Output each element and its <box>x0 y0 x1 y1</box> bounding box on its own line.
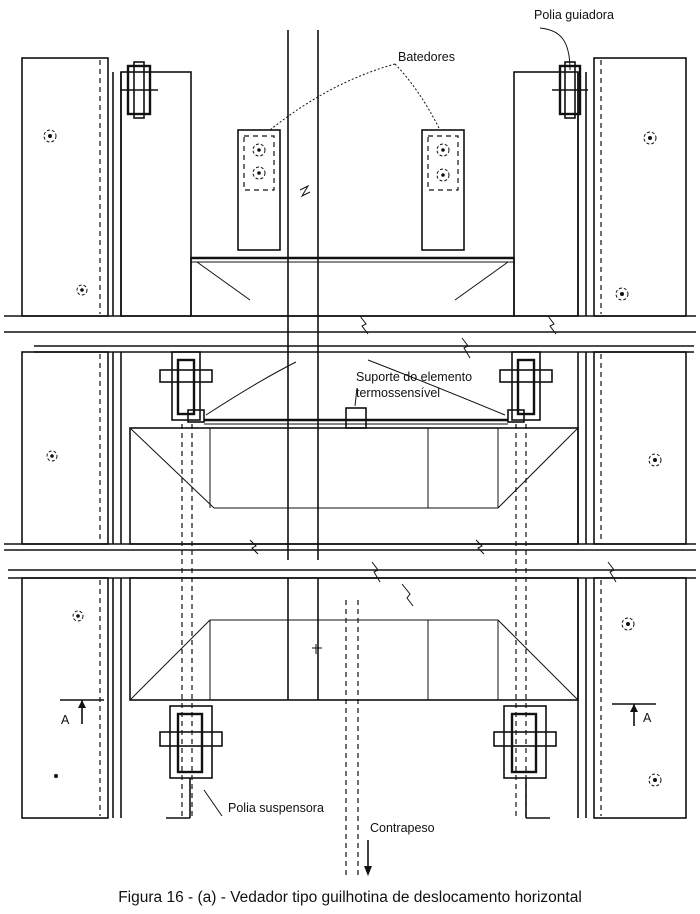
label-suporte-line2: termossensível <box>356 386 440 400</box>
bolt-mr-1 <box>648 453 662 467</box>
right-frame-panel-middle <box>593 351 687 545</box>
bolt-ul-1 <box>43 129 57 143</box>
bolt-ur-2 <box>615 287 629 301</box>
bolt-ll-2 <box>54 774 58 778</box>
bolt-lr-1 <box>621 617 635 631</box>
bolt-ml-1 <box>46 450 58 462</box>
right-frame-panel-lower <box>593 577 687 819</box>
suspension-pulley-left <box>159 705 223 819</box>
label-section-a-left: A <box>61 713 70 727</box>
suspension-pulley-right <box>493 705 557 819</box>
roller-upper-right <box>499 351 553 423</box>
guide-pulley-left <box>120 61 158 119</box>
guide-pulley-right <box>552 61 588 119</box>
label-polia-guiadora: Polia guiadora <box>534 8 614 22</box>
upper-section <box>4 30 696 560</box>
label-contrapeso: Contrapeso <box>370 821 435 835</box>
bolt-ll-1 <box>72 610 84 622</box>
section-marker-right <box>612 703 656 726</box>
figure-caption: Figura 16 - (a) - Vedador tipo guilhotin… <box>118 889 582 906</box>
striker-left <box>237 129 281 251</box>
label-section-a-right: A <box>643 711 652 725</box>
section-marker-left <box>60 699 104 724</box>
left-frame-panel-upper <box>21 57 109 317</box>
bolt-ur-1 <box>643 131 657 145</box>
lower-section <box>8 561 696 876</box>
bolt-lr-2 <box>648 773 662 787</box>
middle-section <box>4 337 696 820</box>
bolt-ul-2 <box>76 284 88 296</box>
label-batedores: Batedores <box>398 50 455 64</box>
left-frame-panel-lower <box>21 577 109 819</box>
left-frame-panel-middle <box>21 351 109 545</box>
label-suporte-line1: Suporte do elemento <box>356 370 472 384</box>
thermosensitive-support <box>345 407 367 429</box>
leader-lines <box>203 27 571 817</box>
label-polia-suspensora: Polia suspensora <box>228 801 324 815</box>
striker-right <box>421 129 465 251</box>
roller-upper-left <box>159 351 213 423</box>
right-frame-panel-upper <box>593 57 687 317</box>
